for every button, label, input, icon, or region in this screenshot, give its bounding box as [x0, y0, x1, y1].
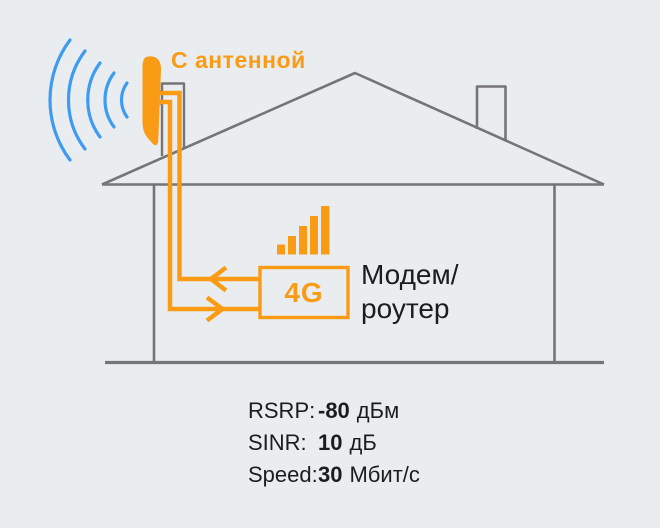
modem-box [258, 265, 350, 320]
cable-lines [156, 90, 261, 323]
chimney [475, 85, 507, 142]
modem-box-label: 4G [284, 276, 324, 308]
stat-value: -80 [318, 398, 350, 423]
stat-row-rsrp: RSRP: -80 дБм [248, 395, 420, 427]
arrow-left-icon [207, 265, 228, 293]
stat-label: RSRP: [248, 398, 316, 423]
antenna-icon [142, 56, 162, 146]
roof [101, 71, 605, 186]
signal-bars-icon [277, 206, 330, 255]
stat-row-speed: Speed: 30 Мбит/с [248, 459, 420, 491]
stat-unit: дБ [349, 430, 377, 455]
modem-label-line1: Модем/ [361, 259, 459, 290]
signal-waves-icon [48, 38, 129, 162]
stat-label: Speed: [248, 462, 318, 487]
stat-unit: Мбит/с [349, 462, 420, 487]
arrow-right-icon [205, 295, 227, 323]
modem-router-label: Модем/ роутер [361, 258, 459, 326]
cable-upper [156, 90, 261, 282]
stat-value: 10 [318, 430, 343, 455]
stat-unit: дБм [356, 398, 400, 423]
antenna-label: С антенной [171, 47, 306, 73]
stat-value: 30 [318, 462, 343, 487]
stats-panel: RSRP: -80 дБм SINR: 10 дБ Speed: 30 Мбит… [248, 395, 420, 491]
modem-label-line2: роутер [361, 293, 450, 324]
stat-label: SINR: [248, 430, 307, 455]
stat-row-sinr: SINR: 10 дБ [248, 427, 420, 459]
cable-lower [156, 99, 261, 312]
